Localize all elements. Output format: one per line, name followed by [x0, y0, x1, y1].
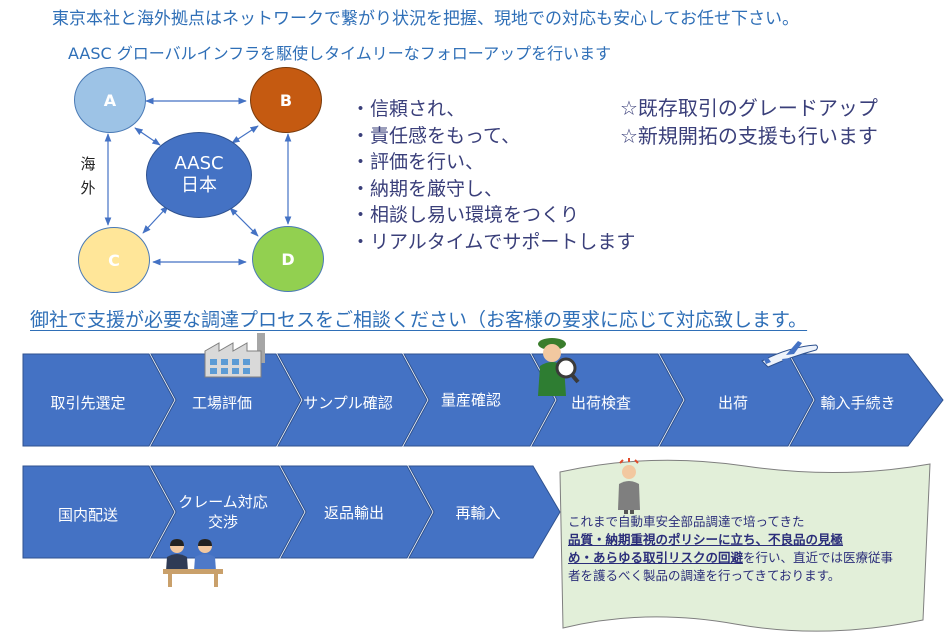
node-a-label: A	[103, 90, 117, 110]
step-10-shape	[280, 465, 433, 559]
step-11-shape	[408, 465, 561, 559]
step-8-shape	[22, 465, 175, 559]
node-hub-aasc: AASC 日本	[146, 132, 252, 218]
highlight-item: ☆新規開拓の支援も行います	[620, 124, 878, 148]
step-label-2: 工場評価	[191, 394, 252, 412]
note-text: これまで自動車安全部品調達で培ってきた品質・納期重視のポリシーに立ち、不良品の見…	[568, 513, 898, 585]
step-label-6: 出荷	[717, 394, 748, 412]
hub-label-line-2: 日本	[181, 175, 217, 196]
step-label-11: 再輸入	[455, 504, 501, 522]
node-c: C	[78, 227, 150, 293]
link-d-hub	[229, 207, 259, 237]
step-3-shape	[277, 353, 428, 447]
highlight-item: ☆既存取引のグレードアップ	[620, 96, 878, 120]
node-b-label: B	[279, 90, 293, 110]
factory-icon	[204, 333, 265, 378]
consult-heading: 御社で支援が必要な調達プロセスをご相談ください（お客様の要求に応じて対応致します…	[30, 309, 808, 331]
step-4-shape	[403, 353, 556, 447]
step-label-10: 返品輸出	[323, 504, 384, 522]
detective-icon	[538, 338, 580, 396]
note-line-1: これまで自動車安全部品調達で培ってきた	[568, 514, 805, 529]
commitment-item: ・責任感をもって、	[351, 124, 521, 147]
note-banner	[559, 459, 931, 632]
link-c-hub	[142, 205, 169, 234]
link-a-hub	[134, 127, 161, 146]
step-label-9: クレーム対応 交渉	[178, 493, 268, 531]
step-1-shape	[22, 353, 175, 447]
node-d-label: D	[281, 249, 295, 269]
note-emphasis-1: 品質・納期重視のポリシーに立ち、不良品の見極	[568, 532, 844, 547]
commitment-item: ・納期を厳守し、	[351, 177, 504, 200]
step-2-shape	[150, 353, 302, 447]
airplane-icon	[761, 341, 818, 373]
worried-person-icon	[618, 458, 640, 514]
step-label-8: 国内配送	[57, 506, 118, 524]
node-a: A	[74, 67, 146, 133]
hub-label-line-1: AASC	[174, 153, 224, 174]
step-7-shape	[789, 353, 944, 447]
note-emphasis-2: め・あらゆる取引リスクの回避	[568, 550, 744, 565]
commitment-list: ・信頼され、 ・責任感をもって、 ・評価を行い、 ・納期を厳守し、 ・相談し易い…	[351, 96, 635, 255]
step-9-shape	[150, 465, 305, 559]
node-b: B	[250, 67, 322, 133]
commitment-item: ・評価を行い、	[351, 151, 485, 173]
link-b-hub	[231, 125, 259, 144]
step-label-3: サンプル確認	[303, 394, 393, 412]
overseas-char-1: 海	[80, 155, 96, 173]
step-label-4: 量産確認	[440, 391, 501, 409]
overseas-label: 海 外	[78, 152, 98, 200]
step-label-1: 取引先選定	[50, 394, 126, 412]
step-label-5: 出荷検査	[570, 394, 631, 412]
node-c-label: C	[108, 250, 120, 270]
commitment-item: ・信頼され、	[351, 98, 466, 120]
business-meeting-icon	[163, 539, 223, 587]
commitment-item: ・リアルタイムでサポートします	[351, 230, 636, 253]
step-label-7: 輸入手続き	[820, 394, 896, 412]
overseas-char-2: 外	[80, 179, 96, 197]
node-d: D	[252, 226, 324, 292]
header-line-2: AASC グローバルインフラを駆使しタイムリーなフォローアップを行います	[68, 44, 612, 63]
highlight-list: ☆既存取引のグレードアップ ☆新規開拓の支援も行います	[620, 94, 878, 150]
commitment-item: ・相談し易い環境をつくり	[351, 204, 580, 226]
note-rest: を行い、直近では医療従事者を護るべく製品の調達を行ってきております。	[568, 550, 894, 583]
header-line-1: 東京本社と海外拠点はネットワークで繋がり状況を把握、現地での対応も安心してお任せ…	[52, 9, 799, 29]
